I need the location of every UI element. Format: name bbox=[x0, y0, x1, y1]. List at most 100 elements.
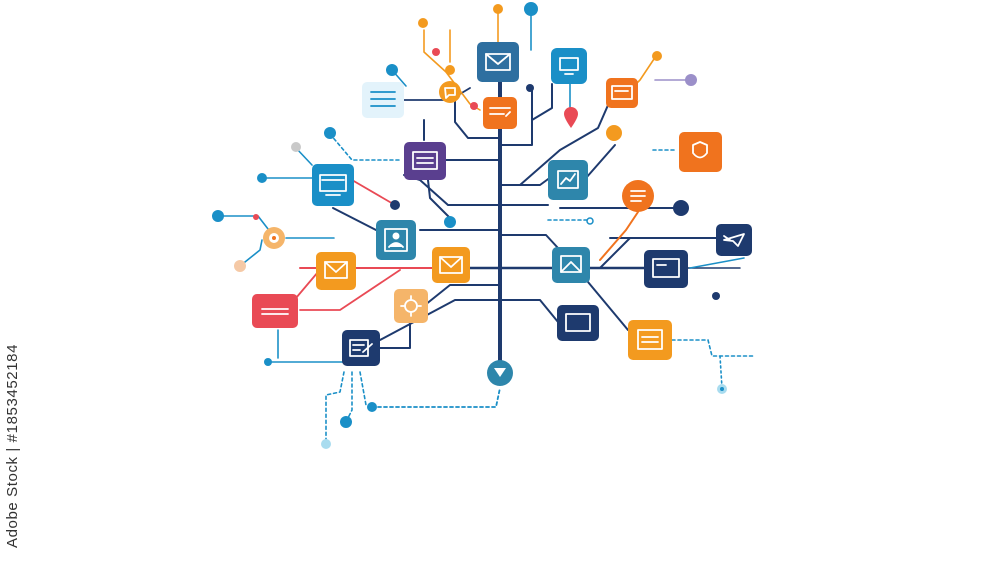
branch-line bbox=[587, 281, 629, 331]
dot bbox=[257, 173, 267, 183]
connector-dots bbox=[212, 2, 727, 449]
node-list-circle-orange bbox=[622, 180, 654, 212]
branch-line bbox=[499, 87, 533, 146]
dot bbox=[586, 217, 594, 225]
node-monitor-top bbox=[551, 48, 587, 84]
branch-line bbox=[599, 237, 631, 269]
branch-line bbox=[299, 269, 401, 311]
monitor-icon bbox=[559, 57, 579, 75]
branch-line bbox=[671, 339, 756, 357]
branch-line bbox=[351, 179, 396, 206]
list-icon bbox=[630, 190, 646, 202]
checklist-icon bbox=[349, 339, 373, 357]
document-icon bbox=[637, 329, 663, 350]
branch-line bbox=[519, 95, 613, 186]
node-user-profile bbox=[376, 220, 416, 260]
dot bbox=[264, 358, 272, 366]
branch-line bbox=[359, 371, 367, 406]
node-screen-navy bbox=[557, 305, 599, 341]
dot bbox=[606, 125, 622, 141]
envelope-icon bbox=[324, 261, 348, 279]
dot bbox=[253, 214, 259, 220]
dot bbox=[321, 439, 331, 449]
node-gear-peach bbox=[394, 289, 428, 323]
node-location-pin bbox=[564, 107, 578, 128]
branch-line bbox=[345, 371, 353, 423]
location-pin-icon bbox=[564, 107, 578, 128]
branch-line bbox=[329, 133, 401, 161]
node-chart-center bbox=[548, 160, 588, 200]
branch-line bbox=[379, 299, 501, 341]
node-image-center bbox=[552, 247, 590, 283]
card-icon bbox=[652, 258, 680, 278]
dot bbox=[291, 142, 301, 152]
node-shield-right bbox=[679, 132, 722, 172]
node-document-orange bbox=[628, 320, 672, 360]
node-mail-left-orange bbox=[316, 252, 356, 290]
chart-icon bbox=[557, 170, 579, 189]
branch-line bbox=[424, 284, 501, 306]
banner-icon bbox=[261, 308, 289, 315]
laptop-icon bbox=[319, 174, 347, 196]
shield-icon bbox=[692, 141, 708, 159]
image-icon bbox=[560, 255, 582, 273]
target-icon bbox=[272, 236, 276, 240]
envelope-icon bbox=[485, 53, 511, 71]
node-card-right-navy bbox=[644, 250, 688, 288]
user-icon bbox=[384, 228, 408, 252]
branch-line bbox=[719, 355, 723, 389]
branch-line bbox=[689, 257, 745, 269]
document-icon bbox=[370, 91, 396, 107]
branch-line bbox=[531, 83, 553, 121]
node-laptop-left bbox=[312, 164, 354, 206]
node-list-purple bbox=[404, 142, 446, 180]
dot bbox=[493, 4, 503, 14]
node-card-upper-right bbox=[606, 78, 638, 108]
node-chat-upper bbox=[439, 81, 461, 103]
dot bbox=[324, 127, 336, 139]
node-banner-red bbox=[252, 294, 298, 328]
node-plane-right bbox=[716, 224, 752, 256]
root-node-icon bbox=[494, 368, 506, 377]
branch-line bbox=[499, 299, 559, 323]
dot bbox=[712, 292, 720, 300]
branch-line bbox=[239, 239, 263, 267]
plane-icon bbox=[723, 233, 745, 247]
branch-line bbox=[454, 91, 501, 139]
dot bbox=[524, 2, 538, 16]
dot bbox=[386, 64, 398, 76]
branch-line bbox=[499, 234, 559, 249]
gear-icon bbox=[400, 295, 422, 317]
list-icon bbox=[412, 151, 438, 170]
branch-line bbox=[599, 211, 639, 261]
branch-line bbox=[585, 144, 616, 179]
branch-line bbox=[371, 387, 501, 408]
dot bbox=[652, 51, 662, 61]
node-list-circle-orange bbox=[263, 227, 285, 249]
card-icon bbox=[611, 85, 633, 100]
dot bbox=[234, 260, 246, 272]
dot bbox=[673, 200, 689, 216]
dot bbox=[418, 18, 428, 28]
icon-nodes bbox=[252, 42, 752, 386]
node-chat-upper bbox=[483, 97, 517, 129]
dot bbox=[390, 200, 400, 210]
dot bbox=[685, 74, 697, 86]
chat-icon bbox=[489, 107, 511, 117]
dot bbox=[720, 387, 724, 391]
node-checklist-navy bbox=[342, 330, 380, 366]
node-root bbox=[487, 360, 513, 386]
envelope-icon bbox=[439, 256, 463, 274]
node-mail-center-orange bbox=[432, 247, 470, 283]
node-document-left bbox=[362, 82, 404, 118]
branch-line bbox=[427, 179, 451, 219]
dot bbox=[445, 65, 455, 75]
dot bbox=[526, 84, 534, 92]
dot bbox=[470, 102, 478, 110]
dot bbox=[432, 48, 440, 56]
watermark-vertical-text: Adobe Stock | #1853452184 bbox=[4, 343, 21, 548]
branch-line bbox=[332, 207, 377, 231]
dot bbox=[212, 210, 224, 222]
branch-line bbox=[295, 271, 319, 299]
